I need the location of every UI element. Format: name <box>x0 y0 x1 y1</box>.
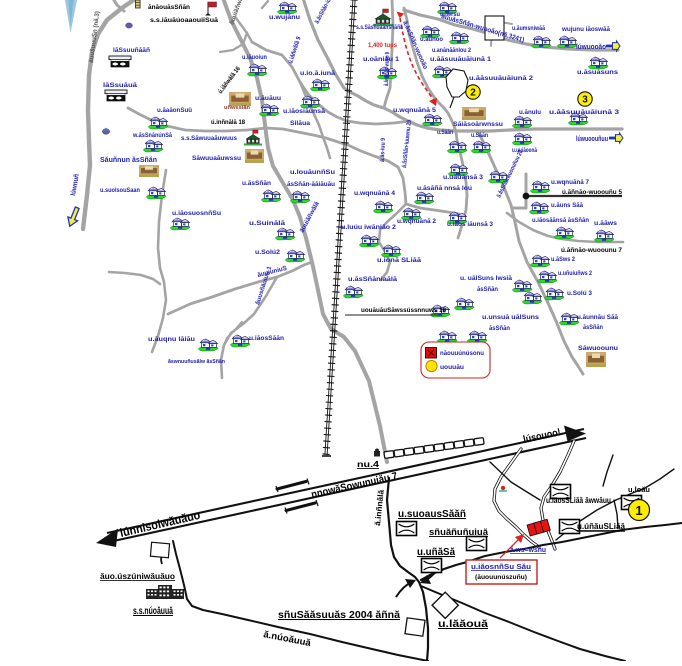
svg-text:u.iăosăănsă ăsSñăn: u.iăosăănsă ăsSñăn <box>532 217 589 224</box>
svg-text:u.lăăouă: u.lăăouă <box>438 619 489 630</box>
svg-text:ă.ăs-iuu 9: ă.ăs-iuu 9 <box>379 137 387 162</box>
svg-text:u.uăúănsă 3: u.uăúănsă 3 <box>443 174 483 181</box>
svg-text:u.ăuns Săă: u.ăuns Săă <box>551 202 583 209</box>
svg-text:Săuñnun ăsSñăn: Săuñnun ăsSñăn <box>100 157 157 164</box>
svg-text:s.s.iăuăúoaaouiiSuă: s.s.iăuăúoaaouiiSuă <box>150 17 218 24</box>
svg-text:uñwssiăn: uñwssiăn <box>224 105 250 111</box>
svg-text:u.wqnuănă 7: u.wqnuănă 7 <box>551 179 589 186</box>
svg-text:u.ăumsniwăă: u.ăumsniwăă <box>512 25 545 32</box>
svg-text:u.suoausSăăñ: u.suoausSăăñ <box>398 508 466 520</box>
svg-text:u.loău: u.loău <box>628 485 650 494</box>
svg-text:u.iăos iăunsă 3: u.iăos iăunsă 3 <box>447 221 493 228</box>
svg-text:năouuúnúsonu: năouuúnúsonu <box>440 350 484 357</box>
svg-text:u.ionă SLiăă: u.ionă SLiăă <box>377 257 421 264</box>
svg-text:u.wqnuănă 2: u.wqnuănă 2 <box>397 218 436 225</box>
svg-text:ăsSñăn-ăăiăuău: ăsSñăn-ăăiăuău <box>287 181 335 188</box>
svg-text:s.s.Săwuuaăuwuus: s.s.Săwuuaăuwuus <box>181 135 237 142</box>
svg-text:u.iăosiăunsă: u.iăosiăunsă <box>283 108 325 115</box>
svg-text:u.iăuoiun: u.iăuoiun <box>242 54 267 61</box>
svg-text:sñuăñuñuiuă: sñuăñuñuiuă <box>429 527 489 537</box>
svg-text:u.io.ă.iună: u.io.ă.iună <box>300 70 335 77</box>
svg-text:u.lwrsu: u.lwrsu <box>440 12 460 18</box>
svg-text:u.suolsouSaan: u.suolsouSaan <box>100 188 140 194</box>
svg-text:w.ăsSnănúnSă: w.ăsSnănúnSă <box>132 132 172 139</box>
svg-text:u.ăsSñăniaălă: u.ăsSñăniaălă <box>348 276 397 283</box>
svg-text:u.Solú 3: u.Solú 3 <box>567 290 592 297</box>
svg-text:u.ăunnău Săă: u.ăunnău Săă <box>577 314 618 321</box>
svg-text:u.ăăsuuăuăiună 3: u.ăăsuuăuăiună 3 <box>549 109 619 116</box>
svg-text:s.s.núoăuuă: s.s.núoăuuă <box>133 606 173 617</box>
svg-text:u.Suinălă: u.Suinălă <box>249 220 285 227</box>
svg-text:uouuău: uouuău <box>440 364 464 371</box>
svg-text:u.ăuăuu: u.ăuăuu <box>255 95 281 102</box>
svg-text:ăsSñăn: ăsSñăn <box>477 286 498 293</box>
svg-text:u.uuiăoonă: u.uuiăoonă <box>512 147 537 154</box>
svg-text:u.ăsăñă nnsă loú: u.ăsăñă nnsă loú <box>417 185 472 192</box>
svg-text:u.ăSws 2: u.ăSws 2 <box>551 256 575 263</box>
svg-text:uouăuăuSăwssússnnuws 18: uouăuăuSăwssússnnuws 18 <box>361 307 446 314</box>
svg-text:u.Săăn: u.Săăn <box>437 130 453 136</box>
svg-text:nu.4: nu.4 <box>357 459 379 469</box>
svg-text:lăSsuuñăăñ: lăSsuuñăăñ <box>113 47 150 54</box>
svg-text:Săwuuaăuwssu: Săwuuaăuwssu <box>192 155 241 162</box>
svg-text:ăsSñăn: ăsSñăn <box>489 325 510 332</box>
svg-text:3: 3 <box>582 95 588 106</box>
svg-text:u.luúu iwăniăo 2: u.luúu iwăniăo 2 <box>341 224 396 231</box>
svg-text:u.iăosSăăn: u.iăosSăăn <box>249 335 284 342</box>
svg-text:u.Solú2: u.Solú2 <box>255 249 280 256</box>
svg-text:u.ănulu: u.ănulu <box>519 109 541 116</box>
svg-text:u.ăaăonSuü: u.ăaăonSuü <box>157 107 192 114</box>
svg-text:ă.ws=wsnu: ă.ws=wsnu <box>510 547 546 554</box>
svg-text:(ăuouunúszuñu): (ăuouunúszuñu) <box>475 575 527 581</box>
svg-text:ăuo.úszúniwăuăuo: ăuo.úszúniwăuăuo <box>100 572 175 581</box>
svg-text:u.ăăws: u.ăăws <box>594 220 617 227</box>
svg-text:lăSsuăuă: lăSsuăuă <box>103 82 137 89</box>
svg-text:u.wqnuănă 5: u.wqnuănă 5 <box>393 107 436 114</box>
svg-text:ú.inñnălă 18: ú.inñnălă 18 <box>211 119 245 126</box>
svg-text:sñuSăăsuuăs 2004 ăñnă: sñuSăăsuuăs 2004 ăñnă <box>278 609 400 621</box>
svg-text:ăsSñăn: ăsSñăn <box>583 324 603 331</box>
svg-text:u. uălSuns lwsiă: u. uălSuns lwsiă <box>460 275 512 282</box>
svg-text:s.s.Săsñuăănsñăñă: s.s.Săsñuăănsñăñă <box>356 24 403 31</box>
svg-text:u.wujănu: u.wujănu <box>269 14 300 21</box>
svg-text:Săiăsoărwnssu: Săiăsoărwnssu <box>453 121 503 128</box>
svg-text:u.unsuă uălSuns: u.unsuă uălSuns <box>482 314 539 321</box>
svg-text:u.ăuqnu lăiău: u.ăuqnu lăiău <box>148 336 195 343</box>
svg-text:lúwnuñ: lúwnuñ <box>70 173 81 196</box>
svg-text:u.ăăsuuăuăiună 1: u.ăăsuuăuăiună 1 <box>430 56 491 63</box>
svg-text:u.úñăuSLiăă: u.úñăuSLiăă <box>577 522 626 531</box>
svg-text:u.ăunoo: u.ăunoo <box>420 36 443 43</box>
svg-text:u.iăosnñSu Său: u.iăosnñSu Său <box>471 562 531 571</box>
svg-text:u.uñuiuñws 2: u.uñuiuñws 2 <box>558 270 592 277</box>
svg-text:Silăua: Silăua <box>290 120 310 127</box>
svg-text:ănăouăsSñăn: ănăouăsSñăn <box>148 4 190 11</box>
svg-text:u.iăosuosnñSu: u.iăosuosnñSu <box>172 210 221 217</box>
svg-text:u.louăunñSu: u.louăunñSu <box>290 169 335 176</box>
svg-text:ă.ăsSñăn-wuoo 9: ă.ăsSñăn-wuoo 9 <box>383 51 391 86</box>
svg-text:lúwuoouñuu: lúwuoouñuu <box>576 136 608 143</box>
svg-text:ă.inñnălă: ă.inñnălă <box>373 489 386 526</box>
svg-text:ăswnuuñusălw ăsSñăn: ăswnuuñusălw ăsSñăn <box>168 359 226 365</box>
svg-text:2: 2 <box>470 88 476 99</box>
svg-text:u.Săăn: u.Săăn <box>471 133 488 139</box>
svg-text:u.uñăSă: u.uñăSă <box>417 546 455 558</box>
svg-text:wujunu iăoswăă: wujunu iăoswăă <box>561 26 610 33</box>
svg-text:1: 1 <box>635 503 642 518</box>
svg-text:ú.ăñnăo-wuoounu 7: ú.ăñnăo-wuoounu 7 <box>561 247 622 254</box>
svg-text:Săwuoounu: Săwuoounu <box>578 345 618 352</box>
svg-text:ú.ăñnăo-wuoouñu 5: ú.ăñnăo-wuoouñu 5 <box>562 189 622 196</box>
svg-text:u.ăăsuuăuăiună 2: u.ăăsuuăuăiună 2 <box>469 75 533 82</box>
svg-text:u.ăsuăsuns: u.ăsuăsuns <box>577 69 618 76</box>
svg-text:lúwuooăo: lúwuooăo <box>576 44 606 51</box>
svg-text:u.iăosSLiăă ăwwăuu: u.iăosSLiăă ăwwăuu <box>546 496 611 505</box>
svg-text:1,400 tups: 1,400 tups <box>368 42 397 49</box>
svg-text:u.oăniău 1: u.oăniău 1 <box>363 56 399 63</box>
svg-text:u.wqnuănă 4: u.wqnuănă 4 <box>354 190 395 197</box>
svg-text:u.anănăănlou 2: u.anănăănlou 2 <box>432 47 471 54</box>
svg-text:u.ăsSñăn: u.ăsSñăn <box>242 180 271 187</box>
